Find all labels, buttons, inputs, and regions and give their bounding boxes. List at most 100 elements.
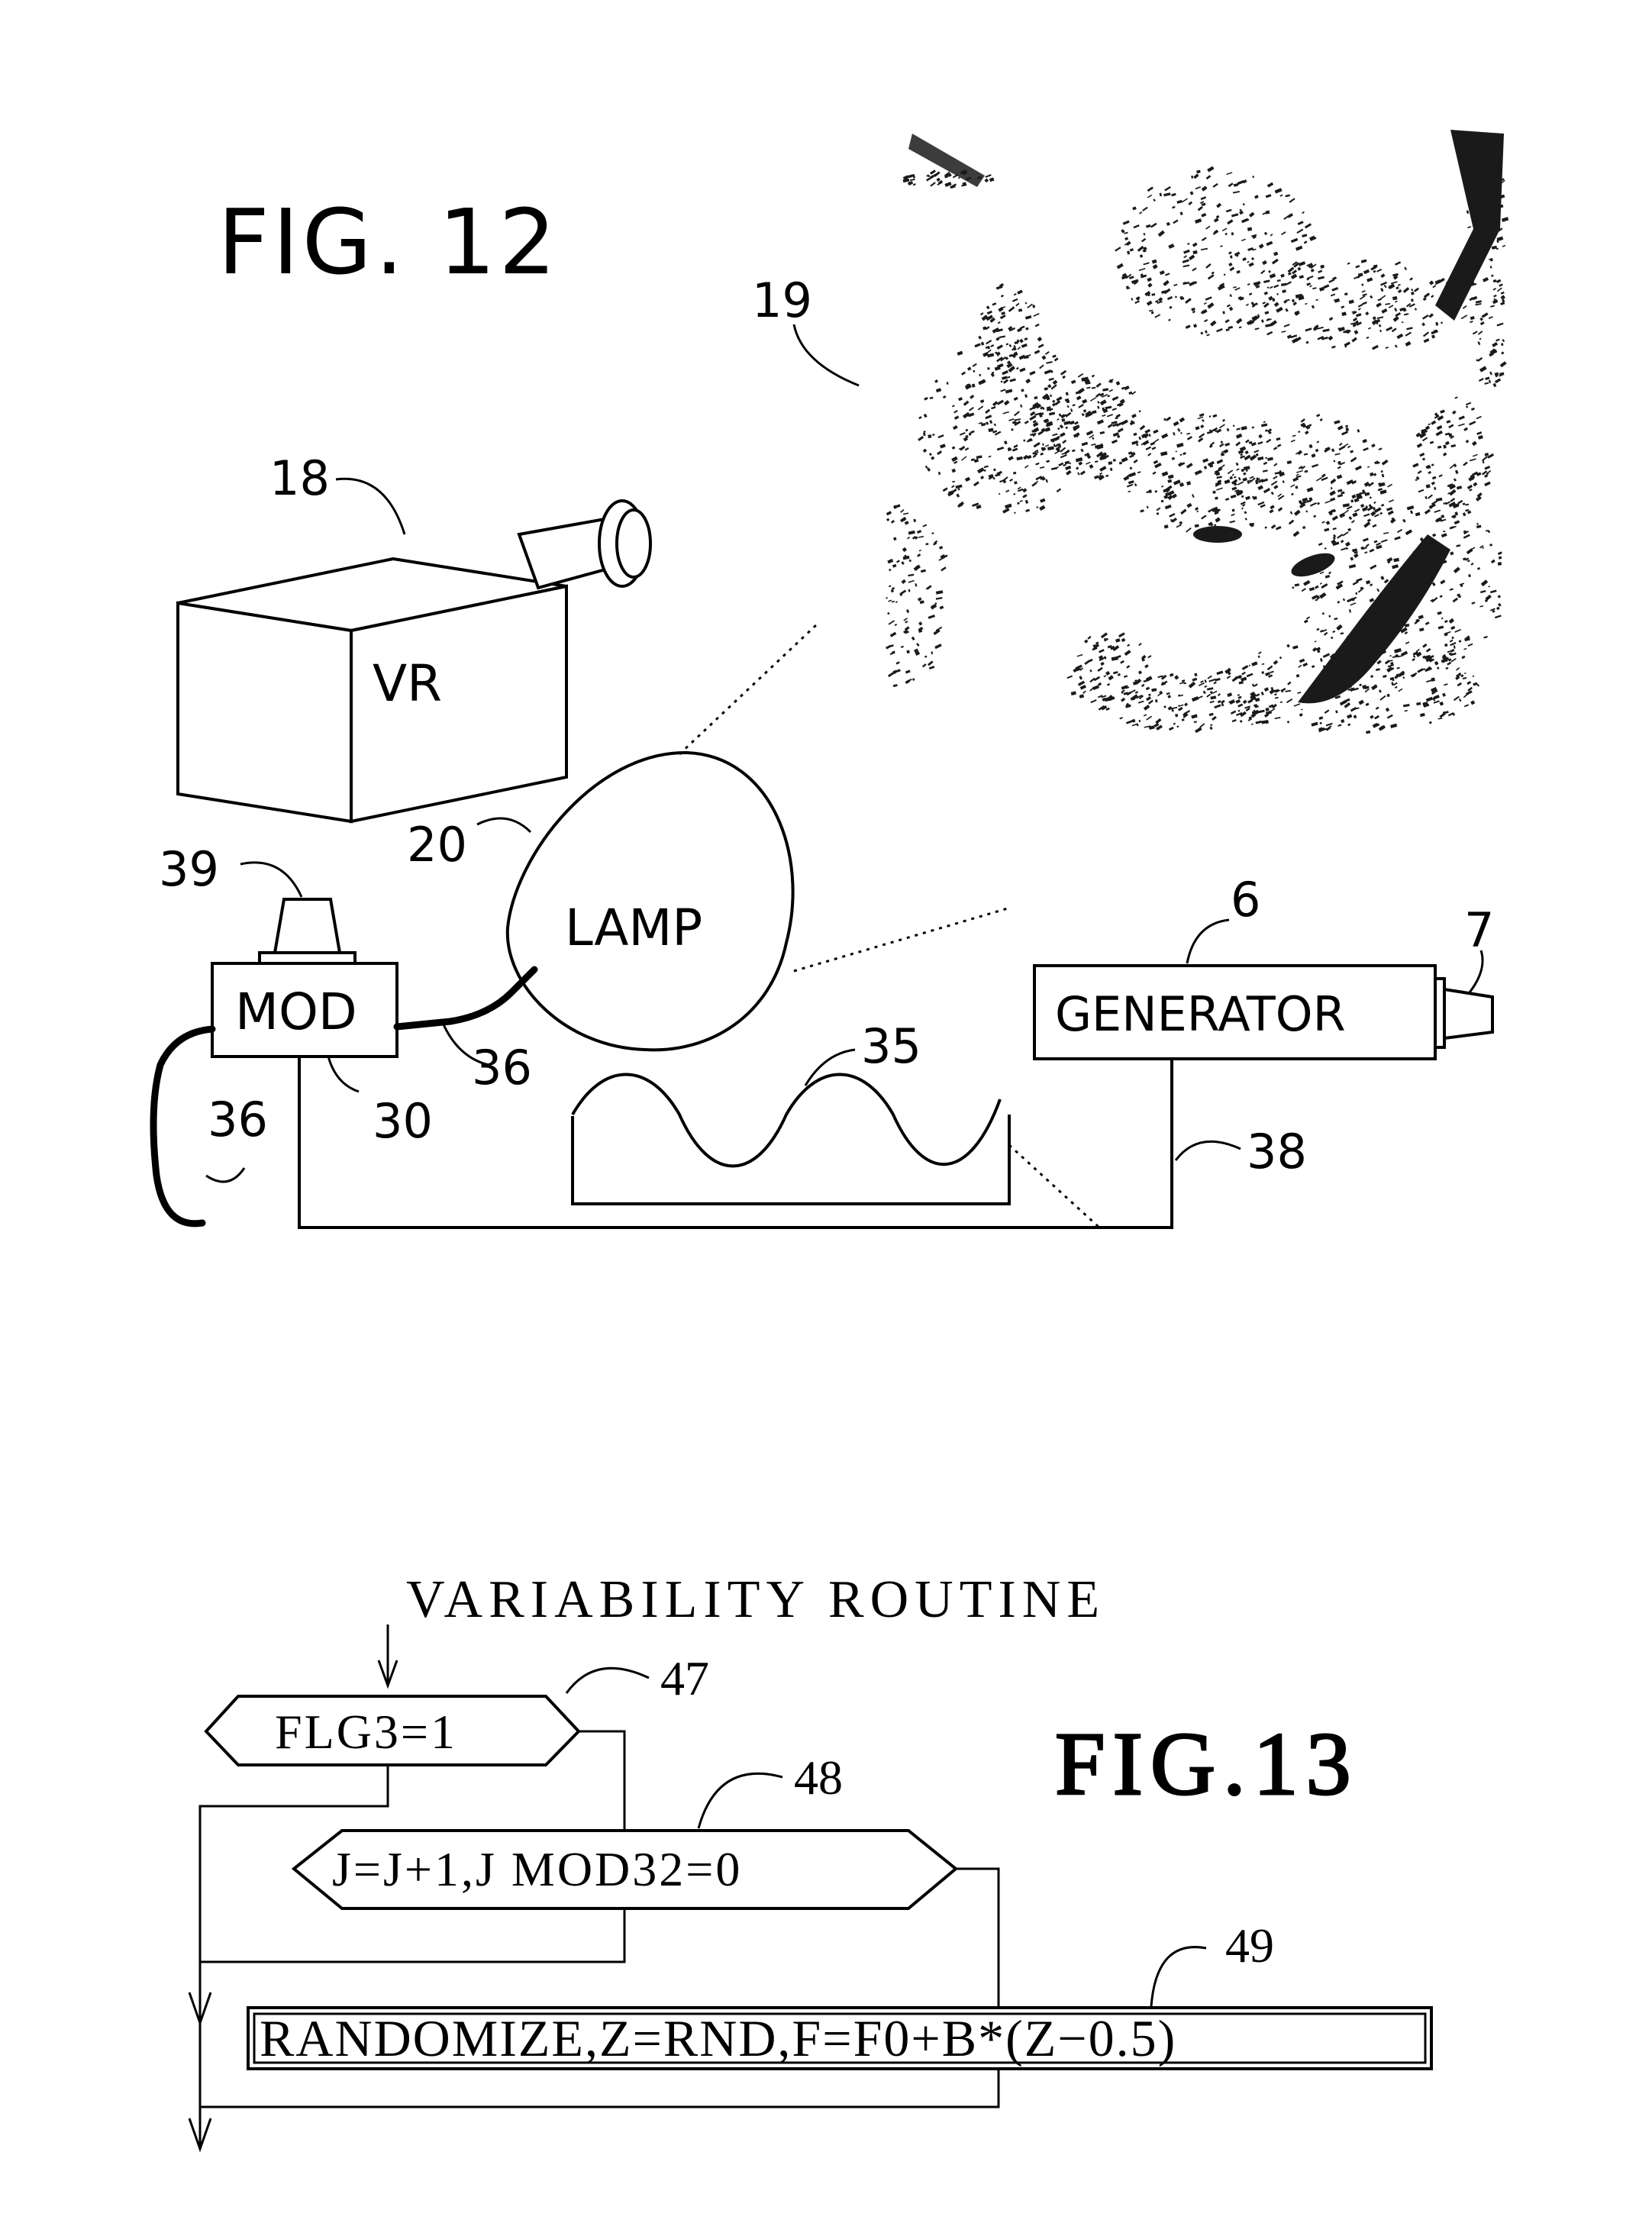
image-speck xyxy=(1489,371,1492,376)
image-speck xyxy=(1009,378,1016,382)
image-speck xyxy=(991,344,994,347)
image-speck xyxy=(1206,431,1213,434)
image-speck xyxy=(1195,426,1200,431)
image-speck xyxy=(964,447,970,451)
image-speck xyxy=(1001,311,1005,315)
image-speck xyxy=(1460,584,1463,587)
image-speck xyxy=(1234,287,1241,291)
image-speck xyxy=(1147,699,1153,705)
image-speck xyxy=(1241,425,1247,431)
image-speck xyxy=(1279,471,1286,477)
image-speck xyxy=(1391,682,1394,686)
image-speck xyxy=(1243,466,1250,470)
image-speck xyxy=(1236,491,1243,496)
image-speck xyxy=(1344,509,1350,515)
image-speck xyxy=(1343,329,1349,334)
image-speck xyxy=(1013,444,1018,448)
image-speck xyxy=(1292,531,1300,537)
image-speck xyxy=(1241,238,1247,242)
image-speck xyxy=(1194,469,1202,476)
image-speck xyxy=(1147,194,1153,198)
image-speck xyxy=(1336,474,1343,479)
image-speck xyxy=(1476,431,1483,435)
image-speck xyxy=(1179,295,1183,299)
image-speck xyxy=(1050,384,1057,390)
image-speck xyxy=(989,420,993,424)
image-speck xyxy=(928,615,935,619)
image-speck xyxy=(1077,680,1086,686)
image-speck xyxy=(1046,396,1050,401)
image-speck xyxy=(976,455,982,460)
image-speck xyxy=(1323,631,1328,636)
image-speck xyxy=(1363,521,1371,528)
image-speck xyxy=(1397,289,1402,294)
image-speck xyxy=(1105,707,1110,711)
ref-6: 6 xyxy=(1231,872,1260,928)
image-speck xyxy=(1331,287,1339,292)
image-speck xyxy=(1477,434,1483,440)
image-speck xyxy=(1257,485,1263,491)
image-speck xyxy=(1129,421,1135,426)
image-speck xyxy=(1006,376,1011,379)
image-speck xyxy=(1167,490,1175,496)
image-speck xyxy=(1232,424,1235,427)
image-speck xyxy=(947,173,952,177)
image-speck xyxy=(1375,668,1380,671)
image-speck xyxy=(1327,725,1332,730)
mod-label: MOD xyxy=(235,982,357,1041)
image-speck xyxy=(1187,243,1190,245)
image-speck xyxy=(1000,356,1007,362)
image-speck xyxy=(918,535,924,538)
image-speck xyxy=(1237,481,1244,486)
image-speck xyxy=(1431,476,1437,480)
image-speck xyxy=(1065,392,1069,396)
image-speck xyxy=(1428,280,1434,286)
image-speck xyxy=(1053,444,1056,447)
image-speck xyxy=(1496,606,1500,611)
image-speck xyxy=(1212,715,1217,721)
image-speck xyxy=(1050,369,1053,373)
image-speck xyxy=(1077,373,1084,378)
image-speck xyxy=(1343,698,1350,703)
image-speck xyxy=(1245,439,1250,444)
image-speck xyxy=(1189,191,1194,195)
leader-7 xyxy=(1468,950,1484,993)
image-speck xyxy=(1241,676,1247,682)
image-speck xyxy=(1159,270,1165,276)
image-speck xyxy=(928,175,931,178)
image-speck xyxy=(1451,410,1457,415)
image-speck xyxy=(1251,302,1258,308)
image-speck xyxy=(1353,481,1356,484)
image-speck xyxy=(1489,348,1496,354)
image-speck xyxy=(1131,391,1137,395)
image-speck xyxy=(1227,692,1233,698)
image-speck xyxy=(890,589,894,593)
image-speck xyxy=(1350,687,1356,692)
image-speck xyxy=(1485,376,1490,381)
image-speck xyxy=(1340,539,1344,544)
image-speck xyxy=(952,480,956,483)
image-speck xyxy=(1414,287,1419,292)
image-speck xyxy=(1112,645,1120,652)
image-speck xyxy=(937,179,943,185)
image-speck xyxy=(886,511,892,516)
image-speck xyxy=(1379,689,1382,693)
image-speck xyxy=(1006,363,1013,369)
image-speck xyxy=(1328,335,1334,341)
image-speck xyxy=(1264,429,1268,432)
image-speck xyxy=(1425,621,1430,626)
image-speck xyxy=(1502,298,1505,303)
image-speck xyxy=(1285,689,1292,692)
image-speck xyxy=(1175,450,1177,453)
image-speck xyxy=(1237,675,1242,679)
image-speck xyxy=(1086,386,1091,389)
image-speck xyxy=(1381,459,1389,466)
image-speck xyxy=(931,434,935,437)
image-speck xyxy=(1312,326,1319,331)
image-speck xyxy=(1316,326,1324,330)
image-speck xyxy=(1316,414,1321,418)
image-speck xyxy=(979,399,985,403)
image-speck xyxy=(1074,421,1079,425)
image-speck xyxy=(1376,660,1382,665)
image-speck xyxy=(930,182,936,187)
